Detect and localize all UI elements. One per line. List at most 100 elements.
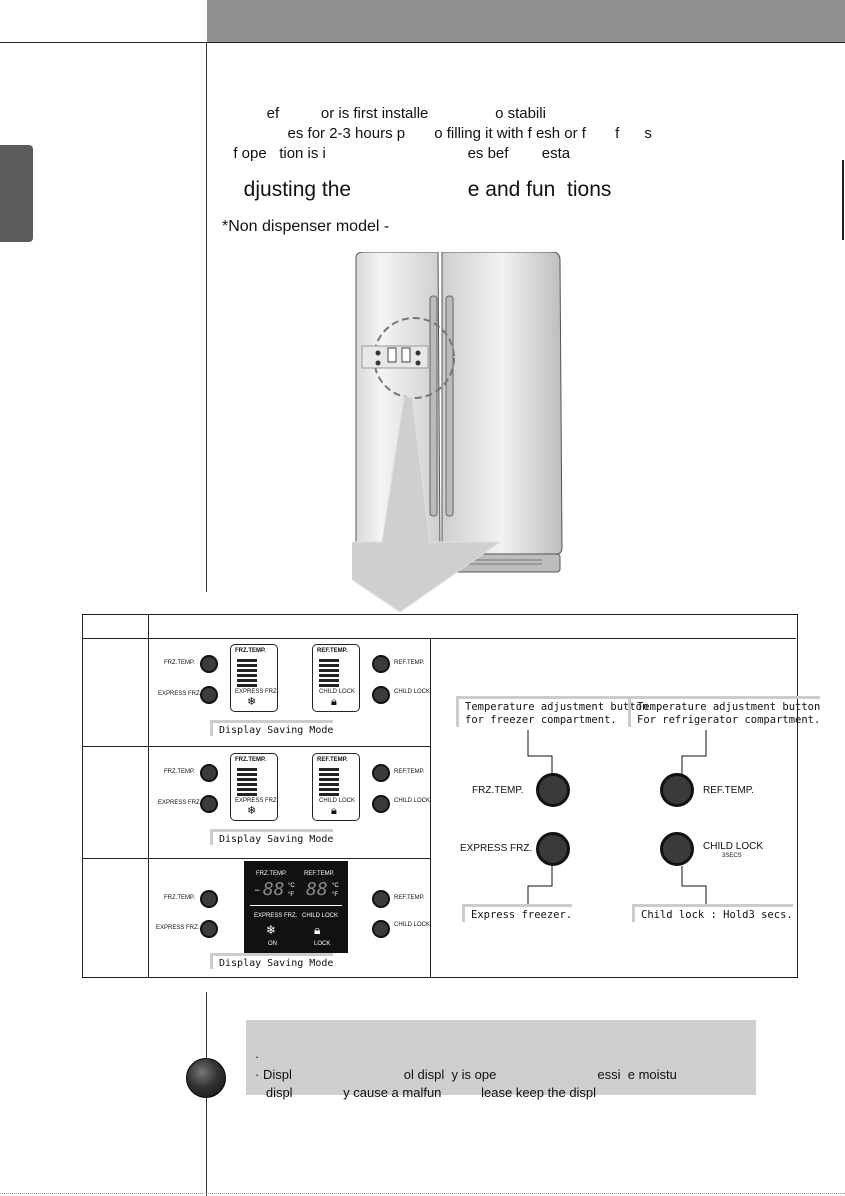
child-lock-label: CHILD LOCK [394, 798, 431, 804]
ref-temp-label: REF.TEMP. [394, 769, 425, 775]
display-saving-mode-label: Display Saving Mode [210, 953, 334, 969]
panel-child-lock-label: CHILD LOCK [319, 689, 356, 695]
child-lock-callout: Child lock : Hold3 secs. [632, 904, 793, 922]
freezer-display-panel: FRZ.TEMP. EXPRESS FRZ. ❄ [230, 753, 278, 821]
child-lock-button-large[interactable] [660, 832, 694, 866]
frz-temp-button-large[interactable] [536, 773, 570, 807]
frz-temp-label: FRZ.TEMP. [164, 895, 195, 901]
child-lock-button[interactable] [372, 920, 390, 938]
child-lock-button[interactable] [372, 795, 390, 813]
note-line: displ y cause a malfun lease keep the di… [255, 1085, 597, 1100]
display-divider [250, 905, 342, 906]
express-frz-label: EXPRESS FRZ. [158, 691, 202, 697]
note-box [246, 1020, 756, 1095]
table-row: FRZ.TEMP. EXPRESS FRZ. FRZ.TEMP. EXPRESS… [150, 747, 430, 857]
table-row: FRZ.TEMP. EXPRESS FRZ. FRZ.TEMP. EXPRESS… [150, 638, 430, 746]
panel-frz-temp-label: FRZ.TEMP. [235, 757, 266, 763]
frz-temp-button[interactable] [200, 655, 218, 673]
panel-express-label: EXPRESS FRZ. [254, 913, 298, 919]
express-frz-button-large[interactable] [536, 832, 570, 866]
temp-bar-graph [319, 659, 339, 687]
refrigerator-temp-digits: 88 [306, 879, 328, 900]
child-lock-label-large: CHILD LOCK [703, 841, 764, 852]
note-line: · [255, 1049, 260, 1064]
intro-line: f ope tion is i es bef esta [225, 145, 571, 162]
left-margin-rule [206, 42, 207, 592]
snowflake-icon: ❄ [247, 695, 257, 708]
model-subtitle: *Non dispenser model - [222, 218, 390, 235]
display-saving-mode-label: Display Saving Mode [210, 720, 334, 736]
intro-line: ef or is first installe o stabili [225, 105, 546, 122]
table-header-row [82, 614, 796, 639]
freezer-callout: Temperature adjustment button for freeze… [456, 696, 649, 727]
lock-icon: 🔒︎ [314, 923, 321, 937]
snowflake-icon: ❄ [266, 923, 277, 937]
ref-temp-button[interactable] [372, 890, 390, 908]
express-frz-button[interactable] [200, 686, 218, 704]
express-callout: Express freezer. [462, 904, 573, 922]
ref-temp-button[interactable] [372, 655, 390, 673]
celsius-unit: °C [288, 883, 295, 889]
ref-temp-label: REF.TEMP. [394, 895, 425, 901]
panel-frz-temp-label: FRZ.TEMP. [256, 871, 287, 877]
express-frz-button[interactable] [200, 795, 218, 813]
panel-child-lock-label: CHILD LOCK [302, 913, 339, 919]
digital-display-panel: FRZ.TEMP. REF.TEMP. -88 °C °F 88 °C °F E… [244, 861, 348, 953]
right-edge-mark [842, 160, 844, 240]
display-panel-table [82, 614, 798, 978]
header-divider [0, 42, 845, 43]
freezer-temp-digits: -88 [252, 879, 285, 900]
table-row: FRZ.TEMP. EXPRESS FRZ. FRZ.TEMP. REF.TEM… [150, 859, 430, 975]
celsius-unit: °C [332, 883, 339, 889]
child-lock-label: CHILD LOCK [394, 689, 431, 695]
freezer-display-panel: FRZ.TEMP. EXPRESS FRZ. ❄ [230, 644, 278, 712]
note-bullet-icon [186, 1058, 226, 1098]
panel-express-label: EXPRESS FRZ. [235, 689, 279, 695]
ref-temp-label-large: REF.TEMP. [703, 785, 754, 796]
note-text: · · Displ ol displ y is ope essi e moist… [255, 1048, 755, 1102]
refrigerator-callout: Temperature adjustment button For refrig… [628, 696, 821, 727]
child-lock-secs-label: 3SECS [722, 853, 742, 859]
lock-icon: 🔒︎ [331, 804, 337, 817]
panel-ref-temp-label: REF.TEMP. [304, 871, 335, 877]
frz-temp-button[interactable] [200, 890, 218, 908]
ref-temp-button-large[interactable] [660, 773, 694, 807]
table-row-divider [82, 858, 430, 859]
intro-paragraph: ef or is first installe o stabili es for… [225, 104, 825, 164]
ref-temp-label: REF.TEMP. [394, 660, 425, 666]
express-frz-button[interactable] [200, 920, 218, 938]
express-frz-label: EXPRESS FRZ. [158, 800, 202, 806]
on-label: ON [268, 941, 277, 947]
connector-lines [527, 730, 707, 906]
temp-bar-graph [237, 659, 257, 687]
lock-label: LOCK [314, 941, 331, 947]
bottom-border [0, 1193, 845, 1194]
panel-ref-temp-label: REF.TEMP. [317, 757, 348, 763]
frz-temp-label: FRZ.TEMP. [164, 769, 195, 775]
frz-temp-label-large: FRZ.TEMP. [472, 785, 524, 796]
temp-bar-graph [319, 768, 339, 796]
fahrenheit-unit: °F [332, 892, 339, 898]
header-bar [207, 0, 845, 42]
fahrenheit-unit: °F [288, 892, 295, 898]
frz-temp-button[interactable] [200, 764, 218, 782]
chapter-tab [0, 145, 33, 242]
panel-child-lock-label: CHILD LOCK [319, 798, 356, 804]
temp-bar-graph [237, 768, 257, 796]
panel-frz-temp-label: FRZ.TEMP. [235, 648, 266, 654]
child-lock-button[interactable] [372, 686, 390, 704]
lock-icon: 🔒︎ [331, 695, 337, 708]
table-column-divider [430, 638, 431, 977]
ref-temp-button[interactable] [372, 764, 390, 782]
display-saving-mode-label: Display Saving Mode [210, 829, 334, 845]
section-title: djusting the e and fun tions [232, 178, 612, 201]
panel-express-label: EXPRESS FRZ. [235, 798, 279, 804]
note-line: · Displ ol displ y is ope essi e moistu [255, 1067, 677, 1082]
child-lock-label: CHILD LOCK [394, 922, 431, 928]
refrigerator-illustration [352, 252, 563, 612]
refrigerator-display-panel: REF.TEMP. CHILD LOCK 🔒︎ [312, 753, 360, 821]
panel-ref-temp-label: REF.TEMP. [317, 648, 348, 654]
refrigerator-display-panel: REF.TEMP. CHILD LOCK 🔒︎ [312, 644, 360, 712]
table-row-divider [82, 746, 430, 747]
snowflake-icon: ❄ [247, 804, 257, 817]
